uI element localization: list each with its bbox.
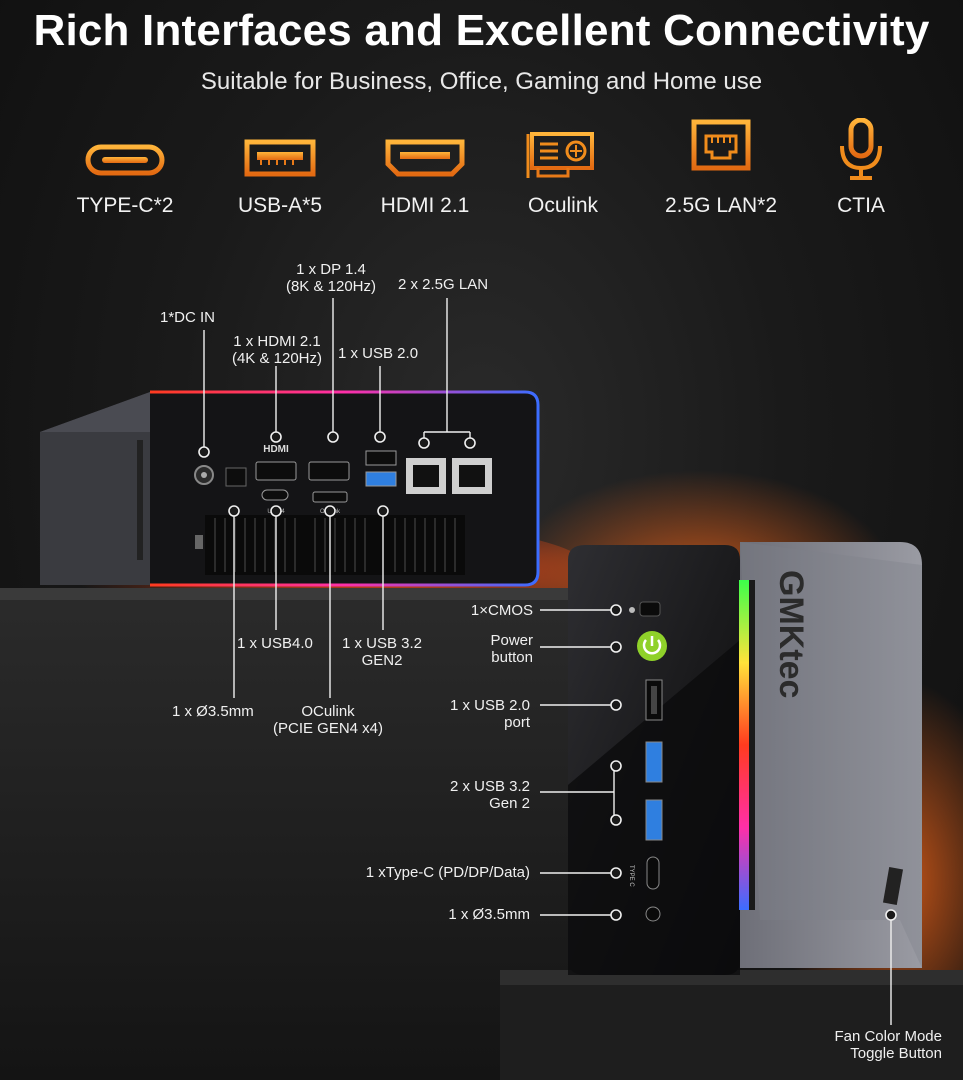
- callout-front-audio: 1 x Ø3.5mm: [448, 906, 530, 923]
- callout-dp: 1 x DP 1.4(8K & 120Hz): [285, 261, 377, 295]
- front-device: GMKtec TYPE C: [568, 542, 922, 975]
- callout-oculink: OCulink(PCIE GEN4 x4): [272, 703, 384, 737]
- feature-usb-a: USB-A*5: [205, 118, 355, 218]
- feature-label: TYPE-C*2: [76, 194, 174, 217]
- oculink-card-icon: [526, 132, 594, 178]
- hdmi-port-icon: [385, 139, 465, 177]
- rear-usb20-port: [365, 450, 397, 466]
- page-title: Rich Interfaces and Excellent Connectivi…: [33, 6, 930, 55]
- callout-dc-in: 1*DC IN: [160, 309, 216, 326]
- rear-dp-port: [308, 461, 350, 481]
- rear-device: HDMI USB 4 Oculink: [40, 390, 540, 587]
- callout-front-typec: 1 xType-C (PD/DP/Data): [365, 864, 530, 881]
- usb-c-port-icon: [85, 144, 165, 176]
- feature-label: HDMI 2.1: [380, 194, 470, 217]
- feature-type-c: TYPE-C*2: [50, 118, 200, 218]
- feature-label: Oculink: [527, 194, 599, 217]
- callout-rear-audio: 1 x Ø3.5mm: [172, 703, 254, 720]
- feature-label: 2.5G LAN*2: [664, 194, 778, 217]
- front-audio-jack: [645, 906, 661, 922]
- callout-lines: [203, 298, 892, 1025]
- feature-hdmi: HDMI 2.1: [350, 118, 500, 218]
- front-usb32-port-2: [645, 799, 663, 841]
- feature-oculink: Oculink: [488, 118, 638, 218]
- hdmi-logo: HDMI: [263, 444, 289, 455]
- rear-hdmi-port: [255, 461, 297, 481]
- feature-label: USB-A*5: [237, 194, 323, 217]
- cmos-button: [639, 601, 661, 617]
- callout-hdmi: 1 x HDMI 2.1(4K & 120Hz): [231, 333, 323, 367]
- feature-label: CTIA: [837, 194, 885, 217]
- fan-toggle-button: [882, 867, 904, 905]
- callout-usb40: 1 x USB4.0: [237, 635, 313, 652]
- microphone-icon: [840, 118, 882, 180]
- feature-ctia: CTIA: [786, 118, 936, 218]
- callout-lan: 2 x 2.5G LAN: [398, 276, 489, 293]
- callout-dots: [198, 431, 897, 921]
- brand-logo: GMKtec: [772, 570, 810, 698]
- rgb-light-strip: [739, 580, 749, 910]
- rear-usb32-port: [365, 471, 397, 487]
- callout-rear-usb20: 1 x USB 2.0: [338, 345, 419, 362]
- feature-lan: 2.5G LAN*2: [646, 118, 796, 218]
- shelf-left: [0, 588, 585, 1080]
- callout-cmos: 1×CMOS: [470, 602, 533, 619]
- usb-a-port-icon: [244, 139, 316, 177]
- ethernet-port-icon: [691, 119, 751, 171]
- shelf-right: [500, 970, 963, 1080]
- rear-usb4-port: [261, 489, 289, 501]
- type-c-marking: TYPE C: [628, 865, 634, 887]
- front-usb32-port-1: [645, 741, 663, 783]
- page-subtitle: Suitable for Business, Office, Gaming an…: [200, 68, 763, 95]
- rear-oculink-port: [312, 491, 348, 503]
- front-type-c-port: [646, 856, 660, 890]
